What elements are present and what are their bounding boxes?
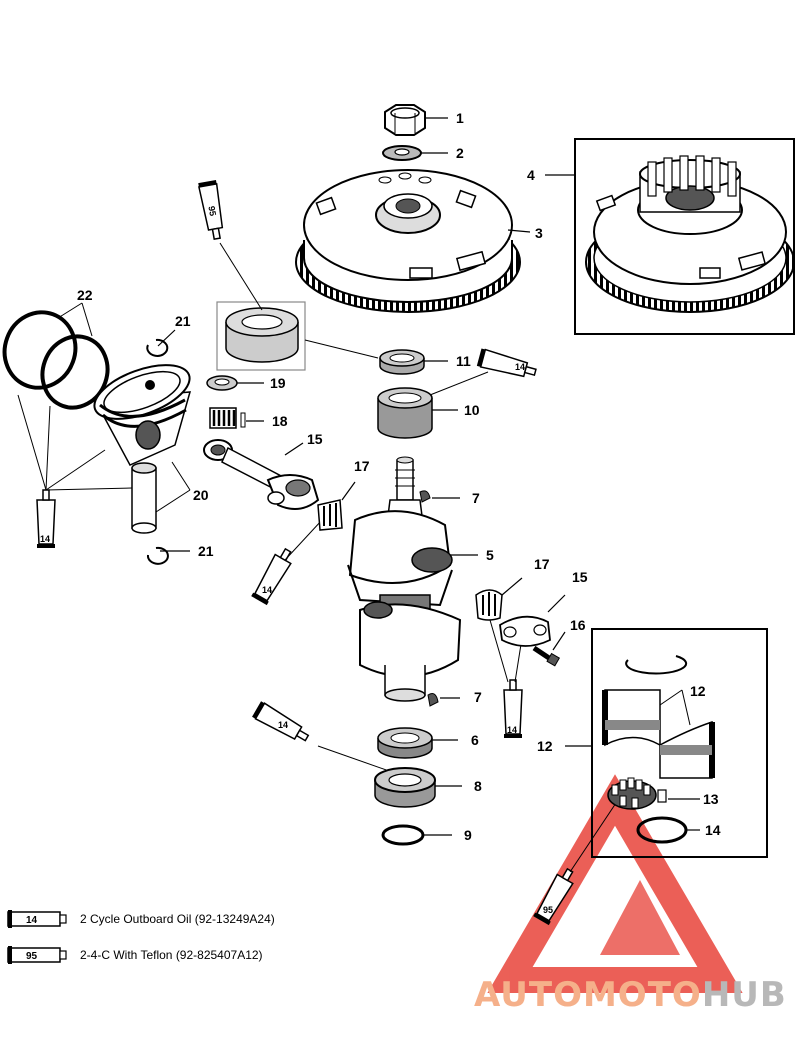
oil-tube-14-right (503, 679, 523, 738)
wrist-pin-bearing-part (209, 407, 237, 429)
oil-tube-14-lower (252, 701, 310, 742)
callout-17-lower: 17 (534, 556, 550, 572)
lower-ball-bearing-part (374, 767, 436, 808)
watermark-logo (487, 774, 743, 993)
callout-19: 19 (270, 375, 286, 391)
kit-bearing-half-upper (602, 689, 661, 747)
callout-8: 8 (474, 778, 482, 794)
callout-3: 3 (535, 225, 543, 241)
piston-part (93, 364, 192, 466)
callout-21-upper: 21 (175, 313, 191, 329)
legend-tube-14-icon: 14 (7, 910, 67, 928)
callout-20: 20 (193, 487, 209, 503)
kit-roller-cage (607, 777, 657, 810)
tube-label-14-right: 14 (507, 725, 517, 735)
legend-grease-text: 2-4-C With Teflon (92-825407A12) (80, 948, 263, 962)
lower-seal-part (377, 727, 433, 759)
grease-tube-95-lower (533, 867, 574, 926)
crank-bearing-lower (475, 589, 503, 621)
key-part-upper (419, 490, 431, 503)
callout-22: 22 (77, 287, 93, 303)
connecting-rod-part (203, 439, 320, 510)
bearing-kit-box (591, 628, 768, 858)
flywheel-part (295, 169, 521, 313)
oil-tube-14-upper (476, 348, 537, 378)
rod-cap-part (499, 615, 551, 647)
callout-18: 18 (272, 413, 288, 429)
snap-ring-part (381, 824, 425, 846)
watermark-text-part1: AUTOMOTO (474, 975, 702, 1015)
callout-12-outer: 12 (537, 738, 553, 754)
alt-flywheel-part (585, 155, 795, 313)
thrust-washer-part (206, 375, 238, 391)
oil-tube-14-left (36, 489, 56, 548)
callout-13: 13 (703, 791, 719, 807)
washer-part (382, 145, 422, 161)
tube-labels: 95 14 14 14 14 14 95 (40, 205, 553, 915)
tube-label-14-upper: 14 (515, 362, 525, 372)
callout-labels: 1 2 3 4 5 6 7 7 8 9 10 11 12 12 13 14 15… (77, 110, 721, 843)
seal-detail-box (216, 301, 306, 371)
piston-rings-part (2, 310, 110, 410)
callout-12-inner: 12 (690, 683, 706, 699)
seal-detail-part (225, 307, 299, 363)
callout-17-upper: 17 (354, 458, 370, 474)
grease-tube-95-top (198, 179, 224, 241)
legend-oil-text: 2 Cycle Outboard Oil (92-13249A24) (80, 912, 275, 926)
callout-2: 2 (456, 145, 464, 161)
callout-5: 5 (486, 547, 494, 563)
callout-15-upper: 15 (307, 431, 323, 447)
crankshaft-part (347, 456, 462, 702)
retaining-ring-lower (146, 546, 169, 565)
tube-label-95-lower: 95 (543, 905, 553, 915)
tube-label-14-left: 14 (40, 534, 50, 544)
key-part-lower (427, 693, 439, 707)
callout-6: 6 (471, 732, 479, 748)
tube-label-14-mid: 14 (262, 585, 272, 595)
tube-label-95-top: 95 (206, 205, 218, 217)
retaining-ring-upper (146, 338, 169, 357)
callout-10: 10 (464, 402, 480, 418)
legend-tube-14-num: 14 (26, 915, 38, 926)
callout-21-lower: 21 (198, 543, 214, 559)
callout-15-lower: 15 (572, 569, 588, 585)
oil-tube-14-mid (251, 547, 292, 606)
watermark-text-part2: HUB (701, 975, 787, 1015)
piston-pin-part (131, 462, 157, 534)
crank-bearing-upper (317, 499, 343, 531)
tube-label-14-lower: 14 (278, 720, 288, 730)
watermark-text: AUTOMOTOHUB (474, 975, 787, 1015)
callout-14: 14 (705, 822, 721, 838)
kit-retainer-ring (625, 655, 688, 675)
callout-4: 4 (527, 167, 535, 183)
callout-7-lower: 7 (474, 689, 482, 705)
callout-16: 16 (570, 617, 586, 633)
kit-bearing-half-lower (659, 720, 715, 779)
upper-bearing-part (377, 387, 433, 439)
callout-11: 11 (456, 353, 471, 369)
callout-9: 9 (464, 827, 472, 843)
alt-flywheel-box (574, 138, 795, 335)
callout-1: 1 (456, 110, 464, 126)
callout-7-upper: 7 (472, 490, 480, 506)
rod-bolt-part (532, 645, 561, 667)
legend-tube-95-icon: 95 (7, 946, 67, 964)
nut-part (384, 104, 426, 136)
legend-tube-95-num: 95 (26, 951, 38, 962)
kit-roller (657, 789, 667, 803)
seal-part (379, 349, 425, 375)
